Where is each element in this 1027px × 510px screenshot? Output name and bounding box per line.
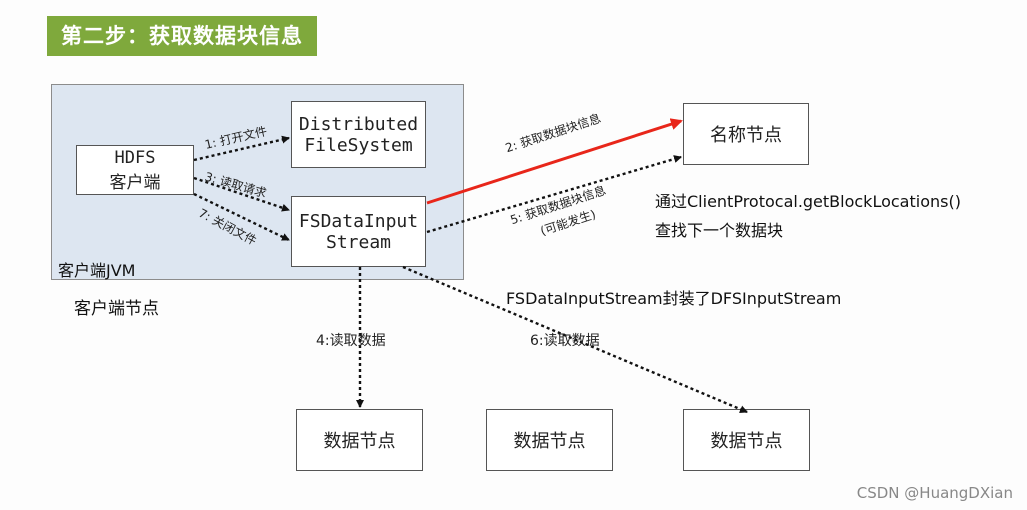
distributed-filesystem-box: Distributed FileSystem xyxy=(291,101,426,168)
protocol-note-line1: 通过ClientProtocal.getBlockLocations() xyxy=(655,192,961,211)
arrow-open-file xyxy=(193,135,290,162)
client-jvm-label: 客户端JVM xyxy=(58,261,136,280)
arrow-get-block-info-maybe xyxy=(426,155,682,234)
wrap-note: FSDataInputStream封装了DFSInputStream xyxy=(506,289,842,308)
datanode-box-2: 数据节点 xyxy=(486,409,613,471)
datanode-box-1: 数据节点 xyxy=(296,409,423,471)
watermark: CSDN @HuangDXian xyxy=(856,484,1013,502)
arrow-read-request xyxy=(193,176,290,212)
hdfs-client-box: HDFS 客户端 xyxy=(76,145,194,195)
protocol-note-line2: 查找下一个数据块 xyxy=(655,221,784,240)
fsdatainputstream-box: FSDataInput Stream xyxy=(291,196,426,267)
datanode-box-3: 数据节点 xyxy=(683,409,810,471)
arrow-read-data-6 xyxy=(402,265,748,414)
namenode-box: 名称节点 xyxy=(683,103,809,165)
step-title: 第二步：获取数据块信息 xyxy=(47,16,317,56)
arrow-get-block-info xyxy=(426,118,683,205)
label-read-data-4: 4:读取数据 xyxy=(316,333,386,349)
client-node-label: 客户端节点 xyxy=(74,299,159,319)
label-read-data-6: 6:读取数据 xyxy=(530,333,600,349)
